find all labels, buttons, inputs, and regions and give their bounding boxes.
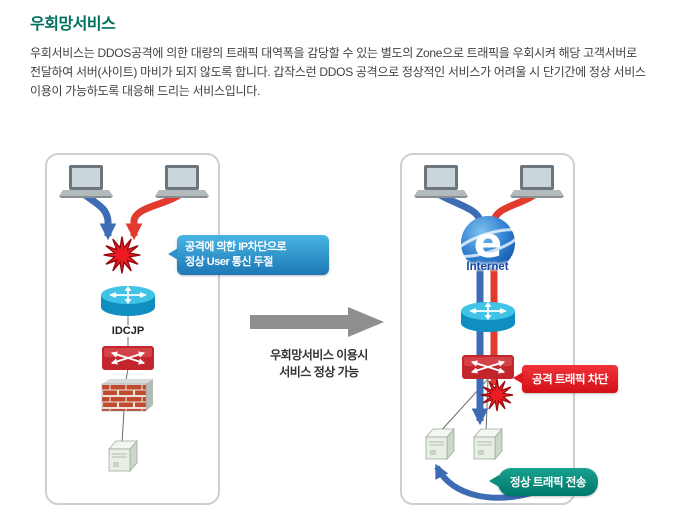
server-icon [425,428,455,460]
page-title: 우회망서비스 [30,16,116,33]
router-icon [101,286,155,316]
transition-caption-line1: 우회망서비스 이용시 [270,348,368,362]
firewall-icon [101,379,153,412]
internet-e-glyph: e [474,218,503,267]
laptop-icon [59,165,113,198]
after-diagram-graphics: e [414,165,564,501]
server-icon [473,428,503,460]
internet-label: Internet [466,261,509,273]
before-diagram-graphics [59,165,209,473]
after-bypass-panel: e [400,153,618,505]
laptop-icon [155,165,209,198]
internet-icon: e [454,216,522,270]
blocked-user-callout-line2: 정상 User 통신 두절 [185,256,273,268]
normal-traffic-callout: 정상 트래픽 전송 [489,468,598,496]
page-description: 우회서비스는 DDOS공격에 의한 대량의 트래픽 대역폭을 감당할 수 있는 … [30,46,646,98]
before-bypass-panel: 공격에 의한 IP차단으로 정상 User 통신 두절 IDCJP [45,153,329,505]
attack-burst-icon [480,378,514,412]
switch-icon [102,346,154,370]
laptop-icon [510,165,564,198]
server-icon [108,439,138,473]
blocked-user-callout: 공격에 의한 IP차단으로 정상 User 통신 두절 [168,235,329,275]
connector-line [121,410,125,444]
blocked-user-callout-line1: 공격에 의한 IP차단으로 [185,241,287,253]
attack-blocked-callout: 공격 트래픽 차단 [513,365,618,393]
attack-burst-icon [102,235,142,275]
laptop-icon [414,165,468,198]
normal-traffic-line [82,192,117,241]
connector-line [485,378,489,434]
transition-caption-line2: 서비스 정상 가능 [279,365,359,379]
transition-caption: 우회망서비스 이용시 서비스 정상 가능 [236,347,402,381]
router-label: IDCJP [88,325,168,337]
transition-arrow-icon [250,307,384,337]
attack-traffic-line [125,191,182,241]
router-icon [461,302,515,332]
switch-icon [462,355,514,379]
